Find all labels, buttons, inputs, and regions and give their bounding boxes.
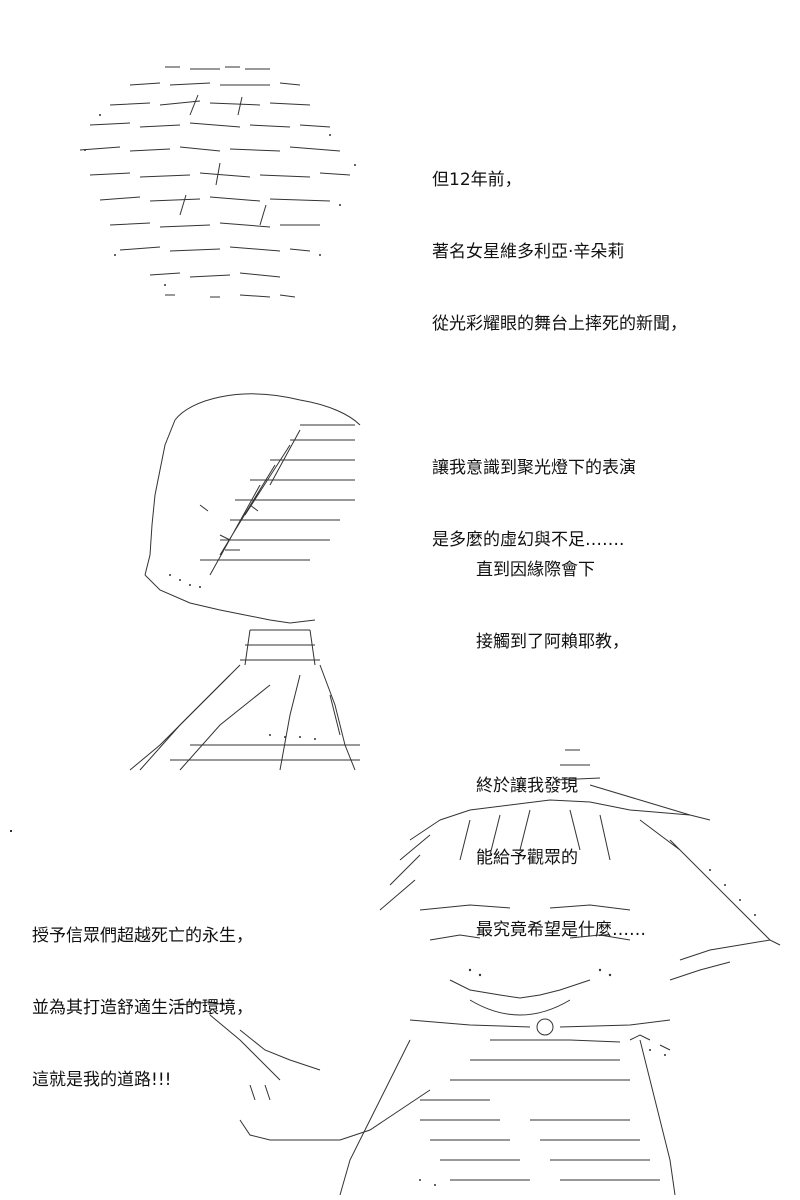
caption-line: 接觸到了阿賴耶教， [476,632,629,652]
ascii-art-profile-figure [70,375,370,775]
ascii-art-smiling-figure [170,740,790,1200]
panel-path: 授予信眾們超越死亡的永生， 並為其打造舒適生活的環境， 這就是我的道路!!! [0,740,800,1200]
caption-line: 讓我意識到聚光燈下的表演 [432,458,636,478]
caption-line: 這就是我的道路!!! [32,1070,172,1090]
caption-line: 終於讓我發現 [476,776,578,796]
caption-line: 著名女星維多利亞·辛朵莉 [432,242,625,262]
caption-line [476,702,646,726]
caption-path: 授予信眾們超越死亡的永生， 並為其打造舒適生活的環境， 這就是我的道路!!! [32,876,253,1140]
caption-line: 並為其打造舒適生活的環境， [32,998,253,1018]
caption-line: 直到因緣際會下 [476,560,595,580]
caption-news: 但12年前， 著名女星維多利亞·辛朵莉 從光彩耀眼的舞台上摔死的新聞， 讓我意識… [432,120,687,600]
caption-line: 授予信眾們超越死亡的永生， [32,926,253,946]
caption-line: 是多麼的虛幻與不足……. [432,530,625,550]
panel-encounter: 直到因緣際會下 接觸到了阿賴耶教， 終於讓我發現 能給予觀眾的 最究竟希望是什麼… [0,360,800,940]
speck-mark [10,830,12,832]
caption-line: 從光彩耀眼的舞台上摔死的新聞， [432,314,687,334]
panel-news: 但12年前， 著名女星維多利亞·辛朵莉 從光彩耀眼的舞台上摔死的新聞， 讓我意識… [0,0,800,550]
ascii-art-crowd-circle [70,55,370,315]
caption-line: 但12年前， [432,170,522,190]
